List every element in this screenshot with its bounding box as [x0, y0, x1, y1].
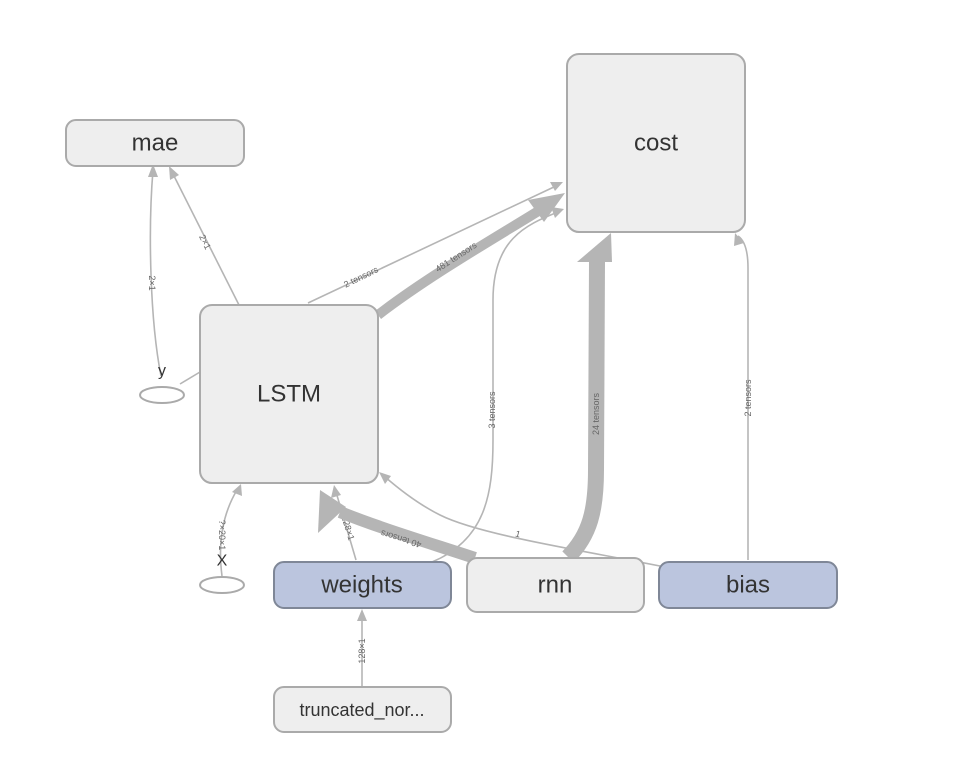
node-rnn[interactable]: rnn — [466, 557, 645, 613]
node-lstm-label: LSTM — [257, 381, 321, 408]
edge-lstm-to-cost-small[interactable] — [307, 185, 557, 304]
node-y[interactable]: y — [139, 363, 185, 404]
node-truncated-normal[interactable]: truncated_nor... — [273, 686, 452, 733]
edge-rnn-to-lstm[interactable] — [337, 506, 477, 564]
edge-label-bias-cost: 2 tensors — [743, 379, 753, 417]
edge-rnn-to-cost-3[interactable] — [431, 211, 559, 563]
arrowhead-lstm-cost-big — [528, 193, 565, 222]
edge-bias-to-lstm[interactable] — [383, 475, 661, 567]
node-cost[interactable]: cost — [566, 53, 746, 233]
arrowhead-bias-lstm — [379, 472, 391, 484]
node-cost-label: cost — [634, 130, 678, 157]
arrowhead-bias-cost — [734, 233, 744, 246]
arrowhead-weights-lstm — [331, 485, 341, 498]
edge-label-lstm-cost-small: 2 tensors — [342, 264, 380, 289]
arrowhead-lstm-cost-small — [550, 182, 563, 191]
arrowhead-lstm-mae — [169, 166, 179, 180]
node-x-label: X — [217, 553, 228, 570]
edge-lstm-to-mae[interactable] — [172, 173, 240, 306]
node-bias[interactable]: bias — [658, 561, 838, 609]
node-x[interactable]: X — [199, 553, 245, 594]
arrowhead-trunc-weights — [357, 609, 367, 621]
edge-label-x-lstm: ?×20×1 — [217, 520, 227, 551]
edge-y-to-mae[interactable] — [149, 169, 162, 377]
node-lstm[interactable]: LSTM — [199, 304, 379, 484]
arrowhead-rnn-cost-24 — [577, 233, 612, 262]
edge-label-bias-lstm: 1 — [514, 529, 521, 540]
edge-label-y-mae: 2×1 — [147, 275, 157, 290]
node-y-label: y — [158, 363, 166, 380]
edge-label-rnn-cost-3: 3 tensors — [487, 391, 497, 429]
arrowhead-x-lstm — [232, 484, 242, 496]
node-rnn-label: rnn — [538, 572, 573, 599]
edges: 2×1 2×1 2 tensors 481 tensors 3 tensors … — [147, 164, 753, 686]
node-weights[interactable]: weights — [273, 561, 452, 609]
node-weights-label: weights — [320, 572, 402, 599]
edge-x-to-lstm[interactable] — [219, 489, 238, 577]
node-truncated-normal-label: truncated_nor... — [299, 700, 424, 721]
node-mae-label: mae — [132, 130, 179, 157]
arrowhead-y-mae — [148, 164, 158, 177]
edge-lstm-to-cost-big[interactable] — [374, 205, 543, 319]
edge-y-to-lstm — [179, 371, 201, 385]
edge-label-trunc-weights: 128×1 — [357, 638, 367, 663]
arrowhead-rnn-lstm — [318, 490, 346, 533]
node-mae[interactable]: mae — [65, 119, 245, 167]
node-bias-label: bias — [726, 572, 770, 599]
edge-label-rnn-cost-24: 24 tensors — [591, 392, 601, 435]
arrowhead-rnn-cost-3 — [551, 207, 564, 218]
edge-bias-to-cost[interactable] — [737, 235, 749, 560]
